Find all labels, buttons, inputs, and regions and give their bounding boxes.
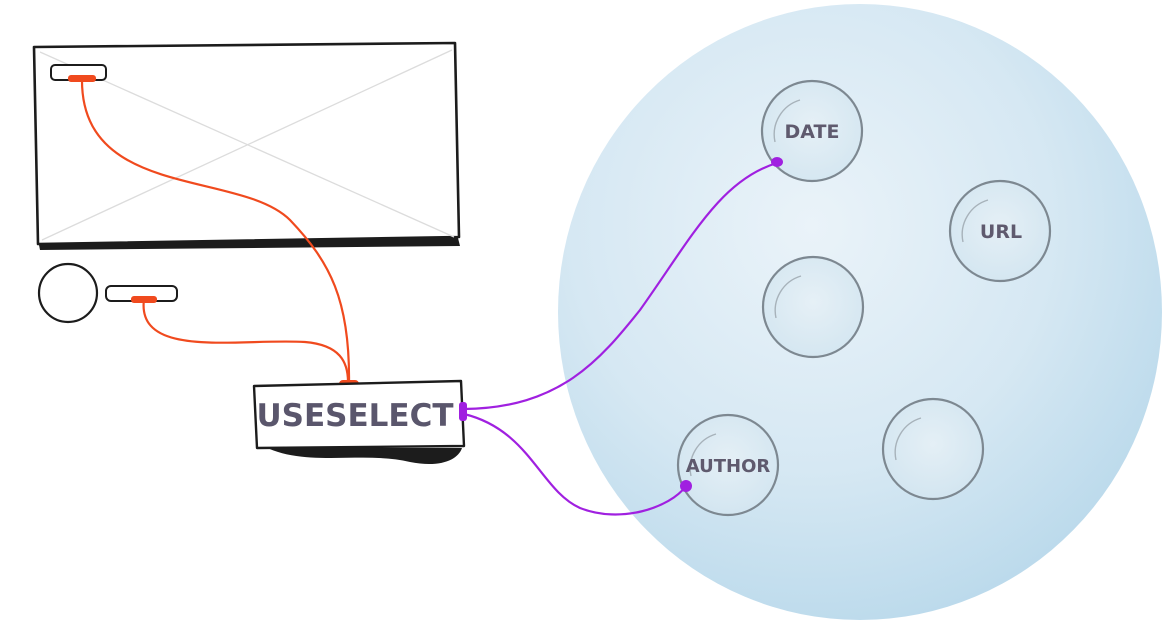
connector-handle	[131, 296, 157, 303]
connector-line	[80, 77, 351, 384]
connector-handle	[459, 402, 467, 421]
useselect-box	[252, 379, 466, 450]
connector-line	[463, 161, 778, 411]
store-links	[463, 157, 783, 516]
wireframe-card	[32, 41, 461, 250]
state-store: DATE URL AUTHOR	[558, 4, 1162, 620]
connector-handle	[68, 75, 96, 82]
wireframe-frame	[32, 41, 461, 246]
avatar	[37, 262, 99, 324]
store-field-label: URL	[980, 221, 1022, 243]
store-field-date: DATE	[760, 79, 864, 183]
useselect-node: USESELECT	[252, 379, 467, 465]
connector-handle	[680, 480, 692, 492]
store-field-url: URL	[948, 179, 1052, 283]
useselect-shadow	[256, 442, 462, 465]
store-field-label: DATE	[785, 121, 840, 143]
store-field-empty	[761, 255, 865, 359]
component-links	[68, 75, 359, 389]
store-field-author: AUTHOR	[676, 413, 780, 517]
store-field-label: AUTHOR	[686, 456, 771, 477]
wireframe-cross-line	[41, 49, 453, 241]
connector-handle	[771, 157, 783, 167]
connector-line	[142, 298, 350, 383]
useselect-label: USESELECT	[256, 398, 453, 434]
connector-line	[463, 412, 687, 516]
store-field-empty	[881, 397, 985, 501]
